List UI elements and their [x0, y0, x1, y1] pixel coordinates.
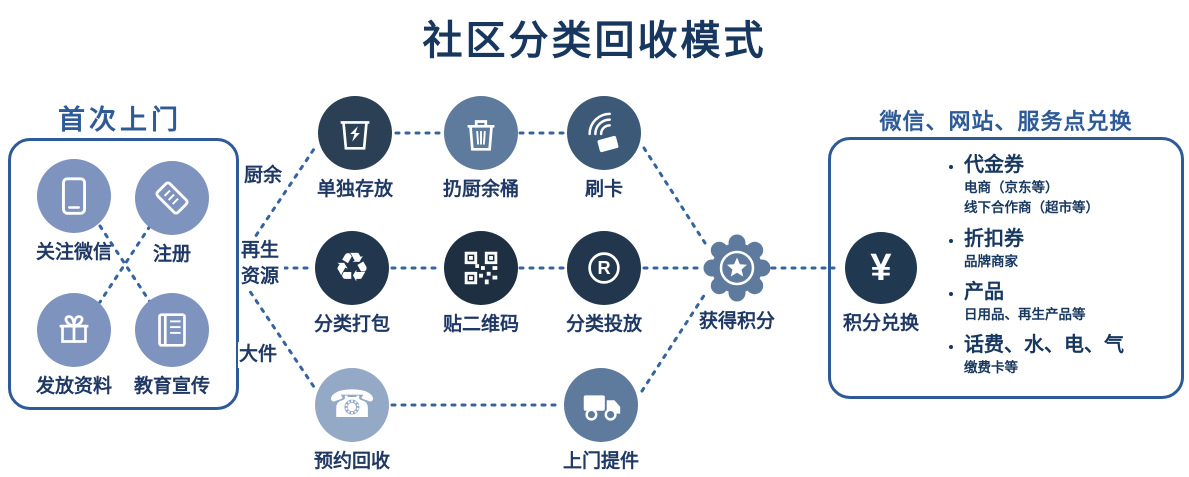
redeem-item-title: 折扣券 [964, 227, 1024, 250]
redeem-points-label: 积分兑换 [842, 313, 919, 334]
step-label: 上门提件 [562, 451, 639, 472]
circle: ♻ [315, 231, 389, 305]
circle [564, 368, 638, 442]
redeem-item-products: 产品 日用品、再生产品等 [964, 279, 1176, 325]
redeem-item-sub: 日用品、再生产品等 [964, 306, 1086, 322]
redeem-item-sub: 电商（京东等） [964, 180, 1059, 195]
yen-symbol: ¥ [870, 247, 892, 289]
step-label: 预约回收 [313, 451, 390, 472]
circle [135, 161, 209, 235]
circle [444, 231, 518, 305]
step-label: 发放资料 [35, 376, 112, 397]
right-panel-header: 微信、网站、服务点兑换 [879, 109, 1133, 134]
redeem-item-voucher: 代金券 电商（京东等） 线下合作商（超市等） [964, 152, 1176, 219]
left-panel-header: 首次上门 [58, 105, 182, 135]
redeem-item-sub: 品牌商家 [964, 253, 1018, 269]
step-book-pickup: ☎ 预约回收 [292, 368, 412, 473]
stream-label-bulky-items: 大件 [238, 342, 279, 368]
circle [135, 293, 209, 367]
earn-points-label: 获得积分 [698, 311, 775, 332]
redeem-points-node: ¥ 积分兑换 [821, 232, 941, 335]
left-item-distribute-materials: 发放资料 [14, 293, 134, 398]
step-sorted-drop-off: R 分类投放 [544, 231, 664, 336]
circle [37, 293, 111, 367]
yen-icon: ¥ [845, 232, 917, 304]
redeem-item-sub: 缴费卡等 [964, 360, 1018, 375]
step-label: 刷卡 [584, 179, 623, 200]
redeem-options-list: 代金券 电商（京东等） 线下合作商（超市等） 折扣券 品牌商家 产品 日用品、再… [944, 152, 1176, 385]
qr-code-icon [464, 251, 498, 285]
points-seal-icon [703, 234, 771, 302]
step-kitchen-waste-bin: 扔厨余桶 [421, 96, 541, 201]
earn-points-node: 获得积分 [677, 234, 797, 333]
register-tag-icon [155, 181, 189, 215]
circle: R [567, 231, 641, 305]
page-title: 社区分类回收模式 [422, 19, 767, 63]
stream-label-recyclables: 再生资源 [240, 238, 284, 290]
book-icon [158, 313, 186, 347]
stream-label-kitchen-waste: 厨余 [243, 163, 284, 189]
step-label: 教育宣传 [133, 376, 210, 397]
circle [444, 96, 518, 170]
step-swipe-card: 刷卡 [544, 96, 664, 201]
redeem-item-sub: 线下合作商（超市等） [964, 200, 1099, 216]
registered-mark-icon: R [588, 252, 620, 284]
circle [37, 159, 111, 233]
step-attach-qr-code: 贴二维码 [421, 231, 541, 336]
truck-icon [583, 395, 621, 421]
step-label: 关注微信 [35, 242, 112, 263]
registered-letter: R [597, 258, 610, 278]
step-separate-storage: 单独存放 [295, 96, 415, 201]
trash-lid-icon [467, 120, 495, 151]
step-label: 单独存放 [316, 179, 393, 200]
circle [318, 96, 392, 170]
step-label: 贴二维码 [442, 314, 519, 335]
step-label: 分类投放 [565, 314, 642, 335]
gift-icon [59, 315, 89, 343]
redeem-item-discount: 折扣券 品牌商家 [964, 226, 1176, 272]
step-sort-and-pack: ♻ 分类打包 [292, 231, 412, 336]
circle [567, 96, 641, 170]
telephone-icon: ☎ [328, 384, 376, 426]
left-panel-box [8, 138, 239, 410]
circle: ☎ [315, 368, 389, 442]
waste-bin-icon [340, 121, 370, 150]
step-label: 分类打包 [313, 314, 390, 335]
redeem-item-title: 产品 [964, 280, 1004, 303]
step-door-pickup: 上门提件 [541, 368, 661, 473]
redeem-item-title: 代金券 [964, 154, 1024, 176]
step-label: 扔厨余桶 [442, 179, 519, 200]
smartphone-icon [62, 177, 86, 215]
left-item-register: 注册 [112, 161, 232, 266]
contactless-card-icon [588, 112, 619, 153]
redeem-item-title: 话费、水、电、气 [964, 334, 1124, 356]
step-label: 注册 [152, 244, 191, 265]
left-item-education: 教育宣传 [112, 293, 232, 398]
redeem-item-utilities: 话费、水、电、气 缴费卡等 [964, 332, 1176, 378]
left-item-follow-wechat: 关注微信 [14, 159, 134, 264]
recycle-icon: ♻ [334, 246, 370, 290]
